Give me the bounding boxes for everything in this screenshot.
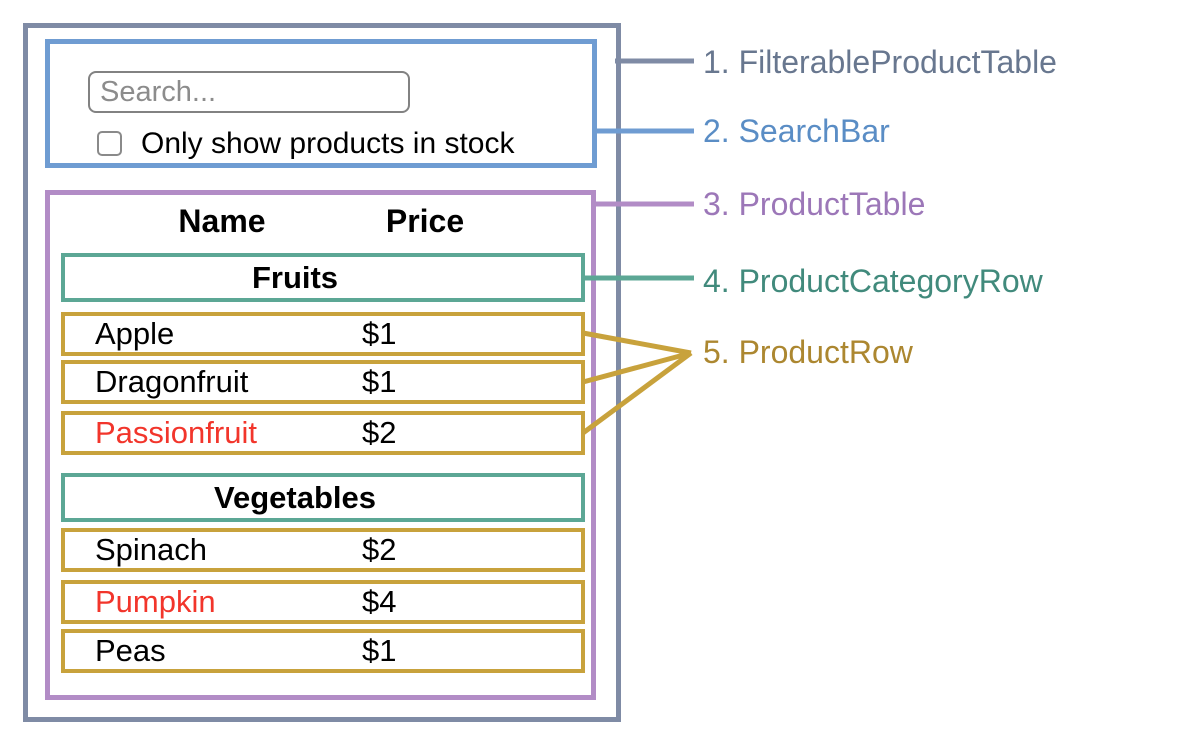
category-label: Vegetables [214, 479, 376, 515]
product-price: $1 [362, 633, 397, 668]
product-row-apple: Apple $1 [61, 312, 585, 356]
legend-item-search-bar: 2. SearchBar [703, 113, 890, 149]
product-name: Peas [95, 633, 166, 668]
legend-item-product-table: 3. ProductTable [703, 186, 926, 222]
legend-item-product-row: 5. ProductRow [703, 334, 913, 370]
product-name: Passionfruit [95, 415, 257, 450]
product-category-row-fruits: Fruits [61, 253, 585, 302]
product-price: $2 [362, 415, 397, 450]
product-price: $2 [362, 532, 397, 567]
legend-item-product-category-row: 4. ProductCategoryRow [703, 263, 1043, 299]
product-price: $4 [362, 584, 397, 619]
name-column-header: Name [178, 203, 266, 239]
product-name: Apple [95, 316, 175, 351]
product-table-box: Name Price Fruits Apple $1 Dragonfruit $… [45, 190, 596, 700]
in-stock-checkbox[interactable] [97, 131, 122, 156]
product-name: Dragonfruit [95, 364, 249, 399]
product-row-passionfruit: Passionfruit $2 [61, 411, 585, 455]
product-price: $1 [362, 316, 397, 351]
filterable-product-table-box: Only show products in stock Name Price F… [23, 23, 621, 722]
product-name: Pumpkin [95, 584, 216, 619]
in-stock-checkbox-label: Only show products in stock [141, 127, 515, 160]
product-name: Spinach [95, 532, 208, 567]
category-label: Fruits [251, 259, 339, 295]
in-stock-checkbox-row: Only show products in stock [97, 127, 515, 160]
search-bar-box: Only show products in stock [45, 39, 597, 168]
legend-item-filterable-product-table: 1. FilterableProductTable [703, 44, 1057, 80]
product-price: $1 [362, 364, 397, 399]
product-row-peas: Peas $1 [61, 629, 585, 673]
product-row-dragonfruit: Dragonfruit $1 [61, 360, 585, 404]
product-row-pumpkin: Pumpkin $4 [61, 580, 585, 624]
price-column-header: Price [385, 203, 465, 239]
search-input[interactable] [88, 71, 410, 113]
product-row-spinach: Spinach $2 [61, 528, 585, 572]
product-category-row-vegetables: Vegetables [61, 473, 585, 522]
